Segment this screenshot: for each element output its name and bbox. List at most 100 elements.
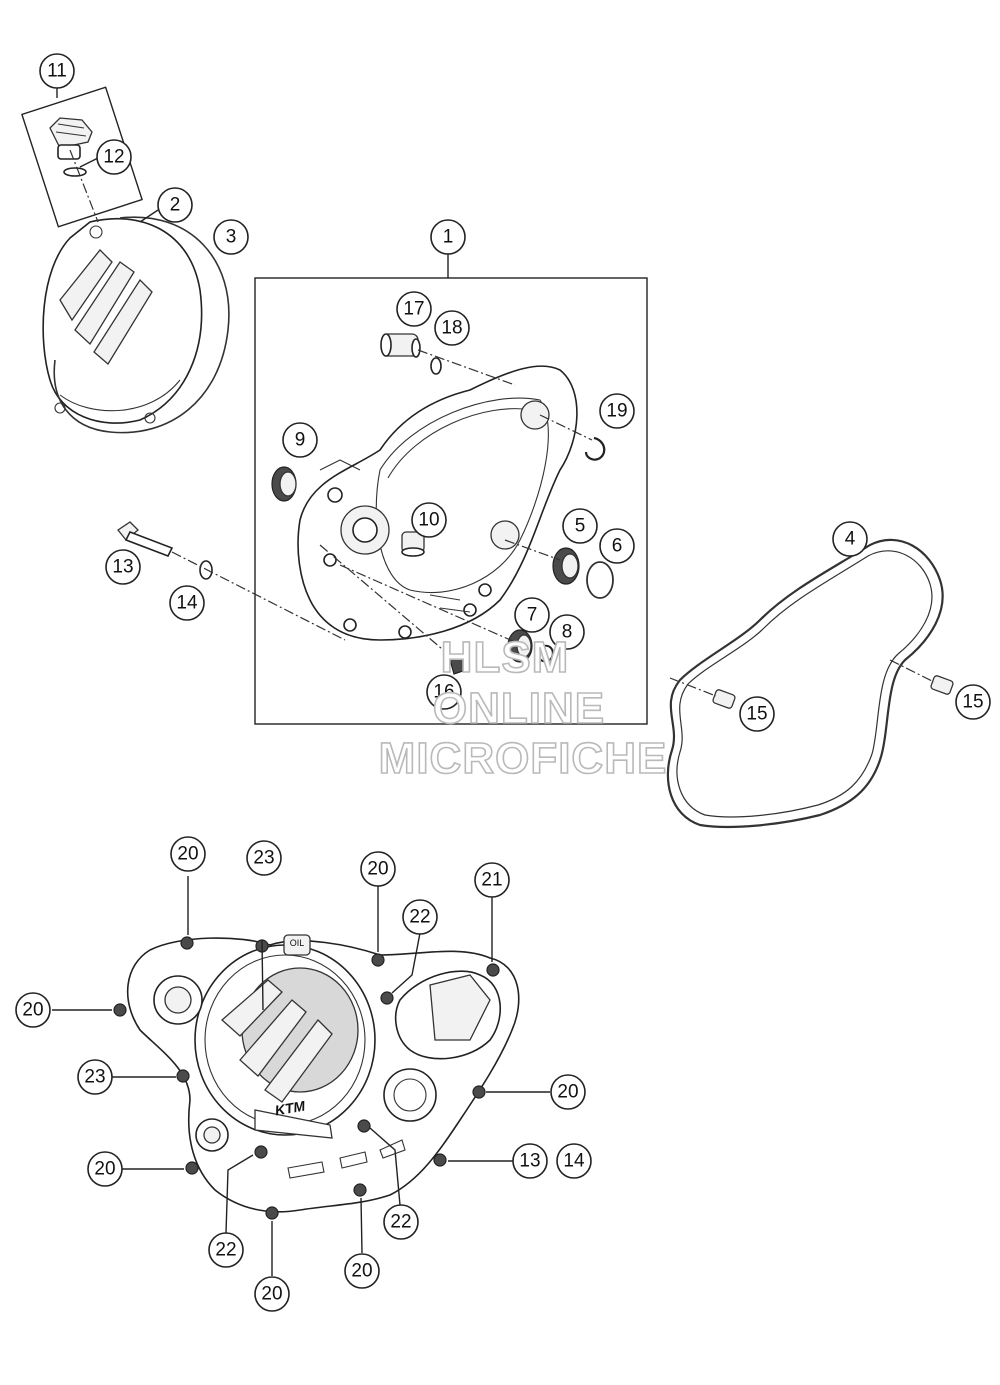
- callout-20-a[interactable]: 20: [170, 836, 206, 872]
- svg-text:20: 20: [351, 1261, 372, 1282]
- callout-22-c[interactable]: 22: [208, 1232, 244, 1268]
- callout-20-c[interactable]: 20: [15, 992, 51, 1028]
- callout-2[interactable]: 2: [157, 187, 193, 223]
- svg-text:13: 13: [112, 557, 133, 578]
- callout-13-top[interactable]: 13: [105, 549, 141, 585]
- callout-20-d[interactable]: 20: [550, 1074, 586, 1110]
- oil-filler-plug: [49, 117, 93, 160]
- o-ring-12: [63, 167, 87, 177]
- callout-20-e[interactable]: 20: [87, 1151, 123, 1187]
- svg-text:4: 4: [845, 529, 856, 550]
- shaft-seal-7: [507, 629, 533, 663]
- svg-text:22: 22: [215, 1240, 236, 1261]
- callout-21[interactable]: 21: [474, 862, 510, 898]
- callout-23-a[interactable]: 23: [246, 840, 282, 876]
- callout-23-b[interactable]: 23: [77, 1059, 113, 1095]
- axis-line-13: [171, 551, 346, 641]
- svg-text:20: 20: [22, 1000, 43, 1021]
- svg-text:7: 7: [527, 605, 538, 626]
- axis-line-19: [539, 414, 593, 441]
- svg-text:16: 16: [433, 682, 454, 703]
- assembled-clutch-cover: KTM OIL: [113, 934, 520, 1220]
- svg-text:20: 20: [557, 1082, 578, 1103]
- washer-14: [199, 560, 213, 580]
- watermark-line-3: MICROFICHE: [379, 734, 668, 783]
- svg-text:15: 15: [746, 704, 767, 725]
- dowel-15-right: [930, 675, 954, 695]
- callout-1[interactable]: 1: [430, 219, 466, 255]
- callout-13-bottom[interactable]: 13: [512, 1143, 548, 1179]
- callout-17[interactable]: 17: [396, 291, 432, 327]
- screw-16: [449, 655, 467, 675]
- svg-text:20: 20: [94, 1159, 115, 1180]
- callout-18[interactable]: 18: [434, 310, 470, 346]
- callout-22-a[interactable]: 22: [402, 899, 438, 935]
- svg-text:2: 2: [170, 195, 181, 216]
- dowel-15-left: [712, 689, 736, 709]
- callout-19[interactable]: 19: [599, 393, 635, 429]
- callout-4[interactable]: 4: [832, 521, 868, 557]
- svg-text:10: 10: [418, 510, 439, 531]
- circlip-6: [586, 561, 614, 599]
- callout-10[interactable]: 10: [411, 502, 447, 538]
- bearing-5: [552, 547, 580, 585]
- callout-7[interactable]: 7: [514, 597, 550, 633]
- cover-brand-label: KTM: [274, 1097, 307, 1118]
- svg-text:23: 23: [253, 848, 274, 869]
- o-ring-18: [430, 357, 442, 375]
- callout-9[interactable]: 9: [282, 422, 318, 458]
- svg-text:21: 21: [481, 870, 502, 891]
- leader-lines: [52, 88, 550, 1276]
- callout-15-right[interactable]: 15: [955, 684, 991, 720]
- svg-text:1: 1: [443, 227, 454, 248]
- axis-line-15b: [889, 659, 935, 683]
- inner-clutch-cover: [297, 365, 578, 641]
- axis-line-plug: [69, 149, 99, 223]
- svg-text:14: 14: [176, 593, 198, 614]
- callout-20-b[interactable]: 20: [360, 851, 396, 887]
- plug-17: [380, 333, 421, 358]
- callout-12[interactable]: 12: [96, 139, 132, 175]
- svg-text:5: 5: [575, 516, 586, 537]
- cover-oil-label: OIL: [290, 938, 305, 948]
- callout-20-f[interactable]: 20: [344, 1253, 380, 1289]
- callout-11[interactable]: 11: [39, 53, 75, 89]
- axis-line-15a: [669, 677, 717, 697]
- callout-15-left[interactable]: 15: [739, 696, 775, 732]
- callout-22-b[interactable]: 22: [383, 1204, 419, 1240]
- bolt-13: [117, 521, 174, 558]
- svg-text:3: 3: [226, 227, 237, 248]
- callout-5[interactable]: 5: [562, 508, 598, 544]
- axis-line-7: [339, 564, 516, 643]
- svg-text:8: 8: [562, 622, 573, 643]
- svg-text:9: 9: [295, 430, 306, 451]
- callout-14-top[interactable]: 14: [169, 585, 205, 621]
- svg-text:22: 22: [409, 907, 430, 928]
- callout-16[interactable]: 16: [426, 674, 462, 710]
- axis-line-17: [417, 349, 516, 386]
- watermark-line-1: HLSM: [441, 633, 570, 682]
- svg-text:20: 20: [177, 844, 198, 865]
- clutch-cover-outer: [42, 217, 203, 424]
- axis-line-16: [319, 544, 456, 661]
- shaft-seal-9: [271, 466, 297, 502]
- callout-14-bottom[interactable]: 14: [556, 1143, 592, 1179]
- callout-8[interactable]: 8: [549, 614, 585, 650]
- gasket-4: [666, 538, 944, 829]
- svg-text:20: 20: [367, 859, 388, 880]
- svg-text:15: 15: [962, 692, 983, 713]
- svg-text:11: 11: [47, 61, 67, 82]
- circlip-8: [537, 644, 554, 663]
- callout-3[interactable]: 3: [213, 219, 249, 255]
- assembly-1-group-box: [254, 277, 648, 725]
- sleeve-10: [401, 531, 425, 557]
- axis-line-5: [504, 539, 561, 561]
- callout-6[interactable]: 6: [599, 528, 635, 564]
- watermark: HLSM ONLINE MICROFICHE: [378, 632, 668, 784]
- callout-20-g[interactable]: 20: [254, 1276, 290, 1312]
- svg-text:19: 19: [606, 401, 627, 422]
- svg-text:12: 12: [103, 147, 124, 168]
- gasket-4-inner: [676, 550, 933, 818]
- svg-text:6: 6: [612, 536, 623, 557]
